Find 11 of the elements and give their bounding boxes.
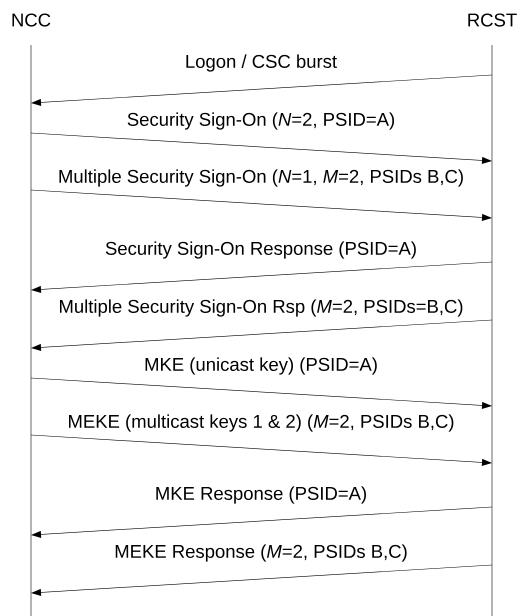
edge-label: MEKE Response (M=2, PSIDs B,C): [113, 543, 409, 563]
edge-label: MKE (unicast key) (PSID=A): [143, 356, 379, 376]
participant-lifeline: NCC: [12, 13, 50, 616]
participant-lifeline: RCST: [468, 13, 517, 616]
edge-label: Multiple Security Sign-On (N=1, M=2, PSIDs B,C): [56, 168, 466, 188]
edge-label: MEKE (multicast keys 1 & 2) (M=2, PSIDs B,C): [66, 413, 456, 433]
edge-label: Logon / CSC burst: [184, 53, 338, 73]
edge-label: Security Sign-On Response (PSID=A): [104, 240, 418, 260]
edge-label: MKE Response (PSID=A): [154, 485, 368, 505]
edge-label: Security Sign-On (N=2, PSID=A): [126, 111, 396, 131]
edge-label: Multiple Security Sign-On Rsp (M=2, PSIDs=B,C): [57, 298, 465, 318]
